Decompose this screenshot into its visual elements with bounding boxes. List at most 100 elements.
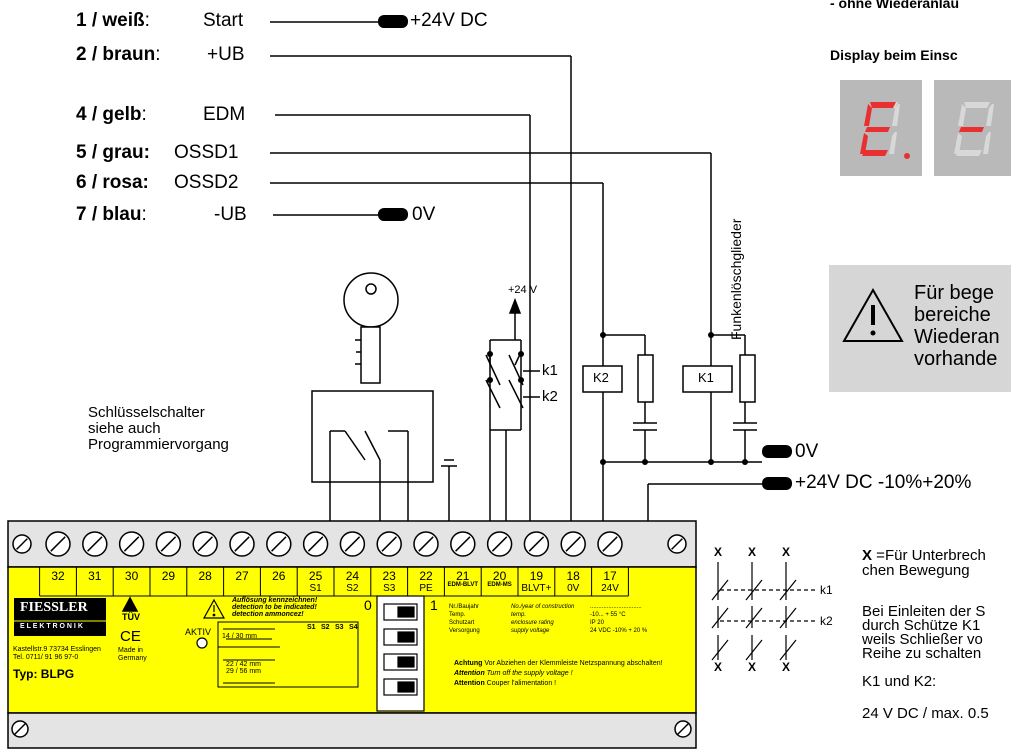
info-val-3: IP 20 — [590, 620, 604, 626]
terminal-number: 25 — [308, 569, 323, 583]
info-val-2: -10... + 55 °C — [590, 612, 626, 618]
info-en-col: No./year of construction temp. enclosure… — [511, 603, 574, 635]
terminal-label: 0V — [567, 583, 580, 594]
info-en-4: supply voltage — [511, 628, 550, 634]
terminal-screw-slot — [271, 536, 287, 552]
info-val-1: ............................... — [590, 604, 642, 610]
terminal-screw-slot — [528, 536, 545, 552]
contact-k2-label: k2 — [542, 388, 558, 405]
terminal-number: 31 — [88, 569, 102, 583]
info-de-3: Schutzart — [449, 620, 475, 626]
terminal-number: 27 — [235, 569, 249, 583]
info-de-4: Versorgung — [449, 628, 480, 634]
address-line-1: Kastellstr.9 73734 Esslingen — [13, 646, 101, 653]
info-de-2: Temp. — [449, 612, 466, 618]
info-en-3: enclosure rating — [511, 620, 554, 626]
warning-line-1: Für bege — [914, 282, 995, 304]
brand-logo — [14, 598, 106, 636]
wire-signal-4: EDM — [203, 104, 246, 125]
terminal-screw-slot — [87, 536, 103, 552]
terminal-label: S1 — [309, 583, 322, 594]
seven-segment-e-icon — [860, 102, 910, 159]
device-warn-1: Auflösung kennzeichnen! — [232, 597, 318, 604]
aktiv-led — [196, 637, 208, 649]
dip-header-s4: S4 — [349, 624, 358, 631]
note-line-2: chen Bewegung — [862, 562, 970, 579]
dip-header-s3: S3 — [335, 624, 344, 631]
key-switch-line-1: Schlüsselschalter — [88, 404, 205, 421]
terminal-screw-slot — [197, 536, 213, 552]
contact-chain — [485, 297, 540, 521]
terminal-screw-slot — [418, 536, 434, 552]
info-en-2: temp. — [511, 612, 527, 618]
note-line-5: weils Schließer vo — [862, 631, 983, 648]
terminal-number: 23 — [382, 569, 396, 583]
device-warn-3: detection ammoncez! — [232, 611, 304, 618]
cable-plugs — [378, 15, 792, 490]
top-right-line1: - ohne Wiederanlau — [830, 0, 960, 11]
dip-zero-label: 0 — [364, 597, 372, 613]
terminal-number: 26 — [272, 569, 286, 583]
note-line-6: Reihe zu schalten — [862, 645, 982, 662]
dip-header-s2: S2 — [321, 624, 330, 631]
key-icon — [343, 272, 399, 384]
attention-block: Achtung Vor Abziehen der Klemmleiste Net… — [454, 659, 663, 689]
wire-label-1: 1 / weiß: — [76, 10, 150, 31]
contact-k1-label: k1 — [542, 362, 558, 379]
terminal-screw-slot — [491, 536, 508, 552]
brand-name: FIESSLER — [20, 600, 88, 615]
terminal-screws — [12, 531, 687, 557]
wire-dest-1: +24V DC — [410, 10, 488, 31]
contact-symbols — [711, 562, 815, 661]
device-warning-icon — [202, 598, 226, 619]
zero-v-label: 0V — [795, 441, 819, 462]
display-digit-2 — [934, 80, 1011, 176]
info-en-1: No./year of construction — [511, 604, 575, 610]
terminal-number: 19 — [529, 569, 544, 583]
terminal-number: 17 — [603, 569, 617, 583]
x-mark-bottom-3: X — [782, 660, 791, 674]
terminal-number: 29 — [161, 569, 176, 583]
warning-line-3: Wiederan — [914, 326, 1000, 348]
terminal-screw-slot — [602, 536, 618, 552]
display-digit-1 — [840, 80, 922, 176]
tuv-label: TÜV — [122, 612, 140, 622]
info-de-1: Nr./Baujahr — [449, 604, 480, 610]
top-right-line2: Display beim Einsc — [830, 47, 958, 63]
brand-sub: E L E K T R O N I K — [20, 623, 83, 630]
key-switch-box — [311, 390, 434, 521]
dip-one-label: 1 — [430, 597, 438, 613]
relay-circuit — [582, 334, 762, 521]
x-mark-bottom-1: X — [714, 660, 723, 674]
terminal-label: S3 — [383, 583, 396, 594]
wire-signal-1: Start — [203, 10, 244, 31]
wire-dest-7: 0V — [412, 204, 436, 225]
terminal-screw-slot — [307, 536, 324, 552]
terminal-number: 32 — [51, 569, 65, 583]
warning-line-4: vorhande — [914, 348, 998, 370]
wire-label-2: 2 / braun: — [76, 44, 161, 65]
contacts-k2-label: k2 — [820, 614, 833, 628]
junction-dots — [487, 332, 748, 465]
res-row-2: 22 / 42 mm — [226, 661, 262, 668]
warning-text: Für bege bereiche Wiederan vorhande — [914, 282, 1000, 370]
note-line-8: 24 V DC / max. 0.5 — [862, 705, 989, 722]
note-line-7: K1 und K2: — [862, 673, 937, 690]
device-warn-2: detection to be indicated! — [232, 604, 317, 611]
attention-head-1: Achtung — [454, 660, 483, 667]
key-switch-label: Schlüsselschalter siehe auch Programmier… — [88, 405, 229, 453]
attention-text-1: Vor Abziehen der Klemmleiste Netzspannun… — [484, 660, 663, 667]
wire-label-4: 4 / gelb: — [76, 104, 147, 125]
tuv-icon — [121, 596, 139, 612]
terminal-screw-slot — [455, 536, 471, 552]
terminal-label: S2 — [346, 583, 359, 594]
terminal-number: 21 — [456, 569, 470, 583]
bottom-screws — [11, 720, 692, 738]
ground-symbol-icon — [441, 459, 457, 521]
wire-label-5: 5 / grau: — [76, 142, 150, 163]
info-val-4: 24 VDC -10% + 20 % — [590, 628, 648, 634]
attention-head-2: Attention — [454, 670, 485, 677]
note-line-3: Bei Einleiten der S — [862, 603, 986, 620]
terminal-label: EDM-BLVT — [447, 582, 479, 588]
